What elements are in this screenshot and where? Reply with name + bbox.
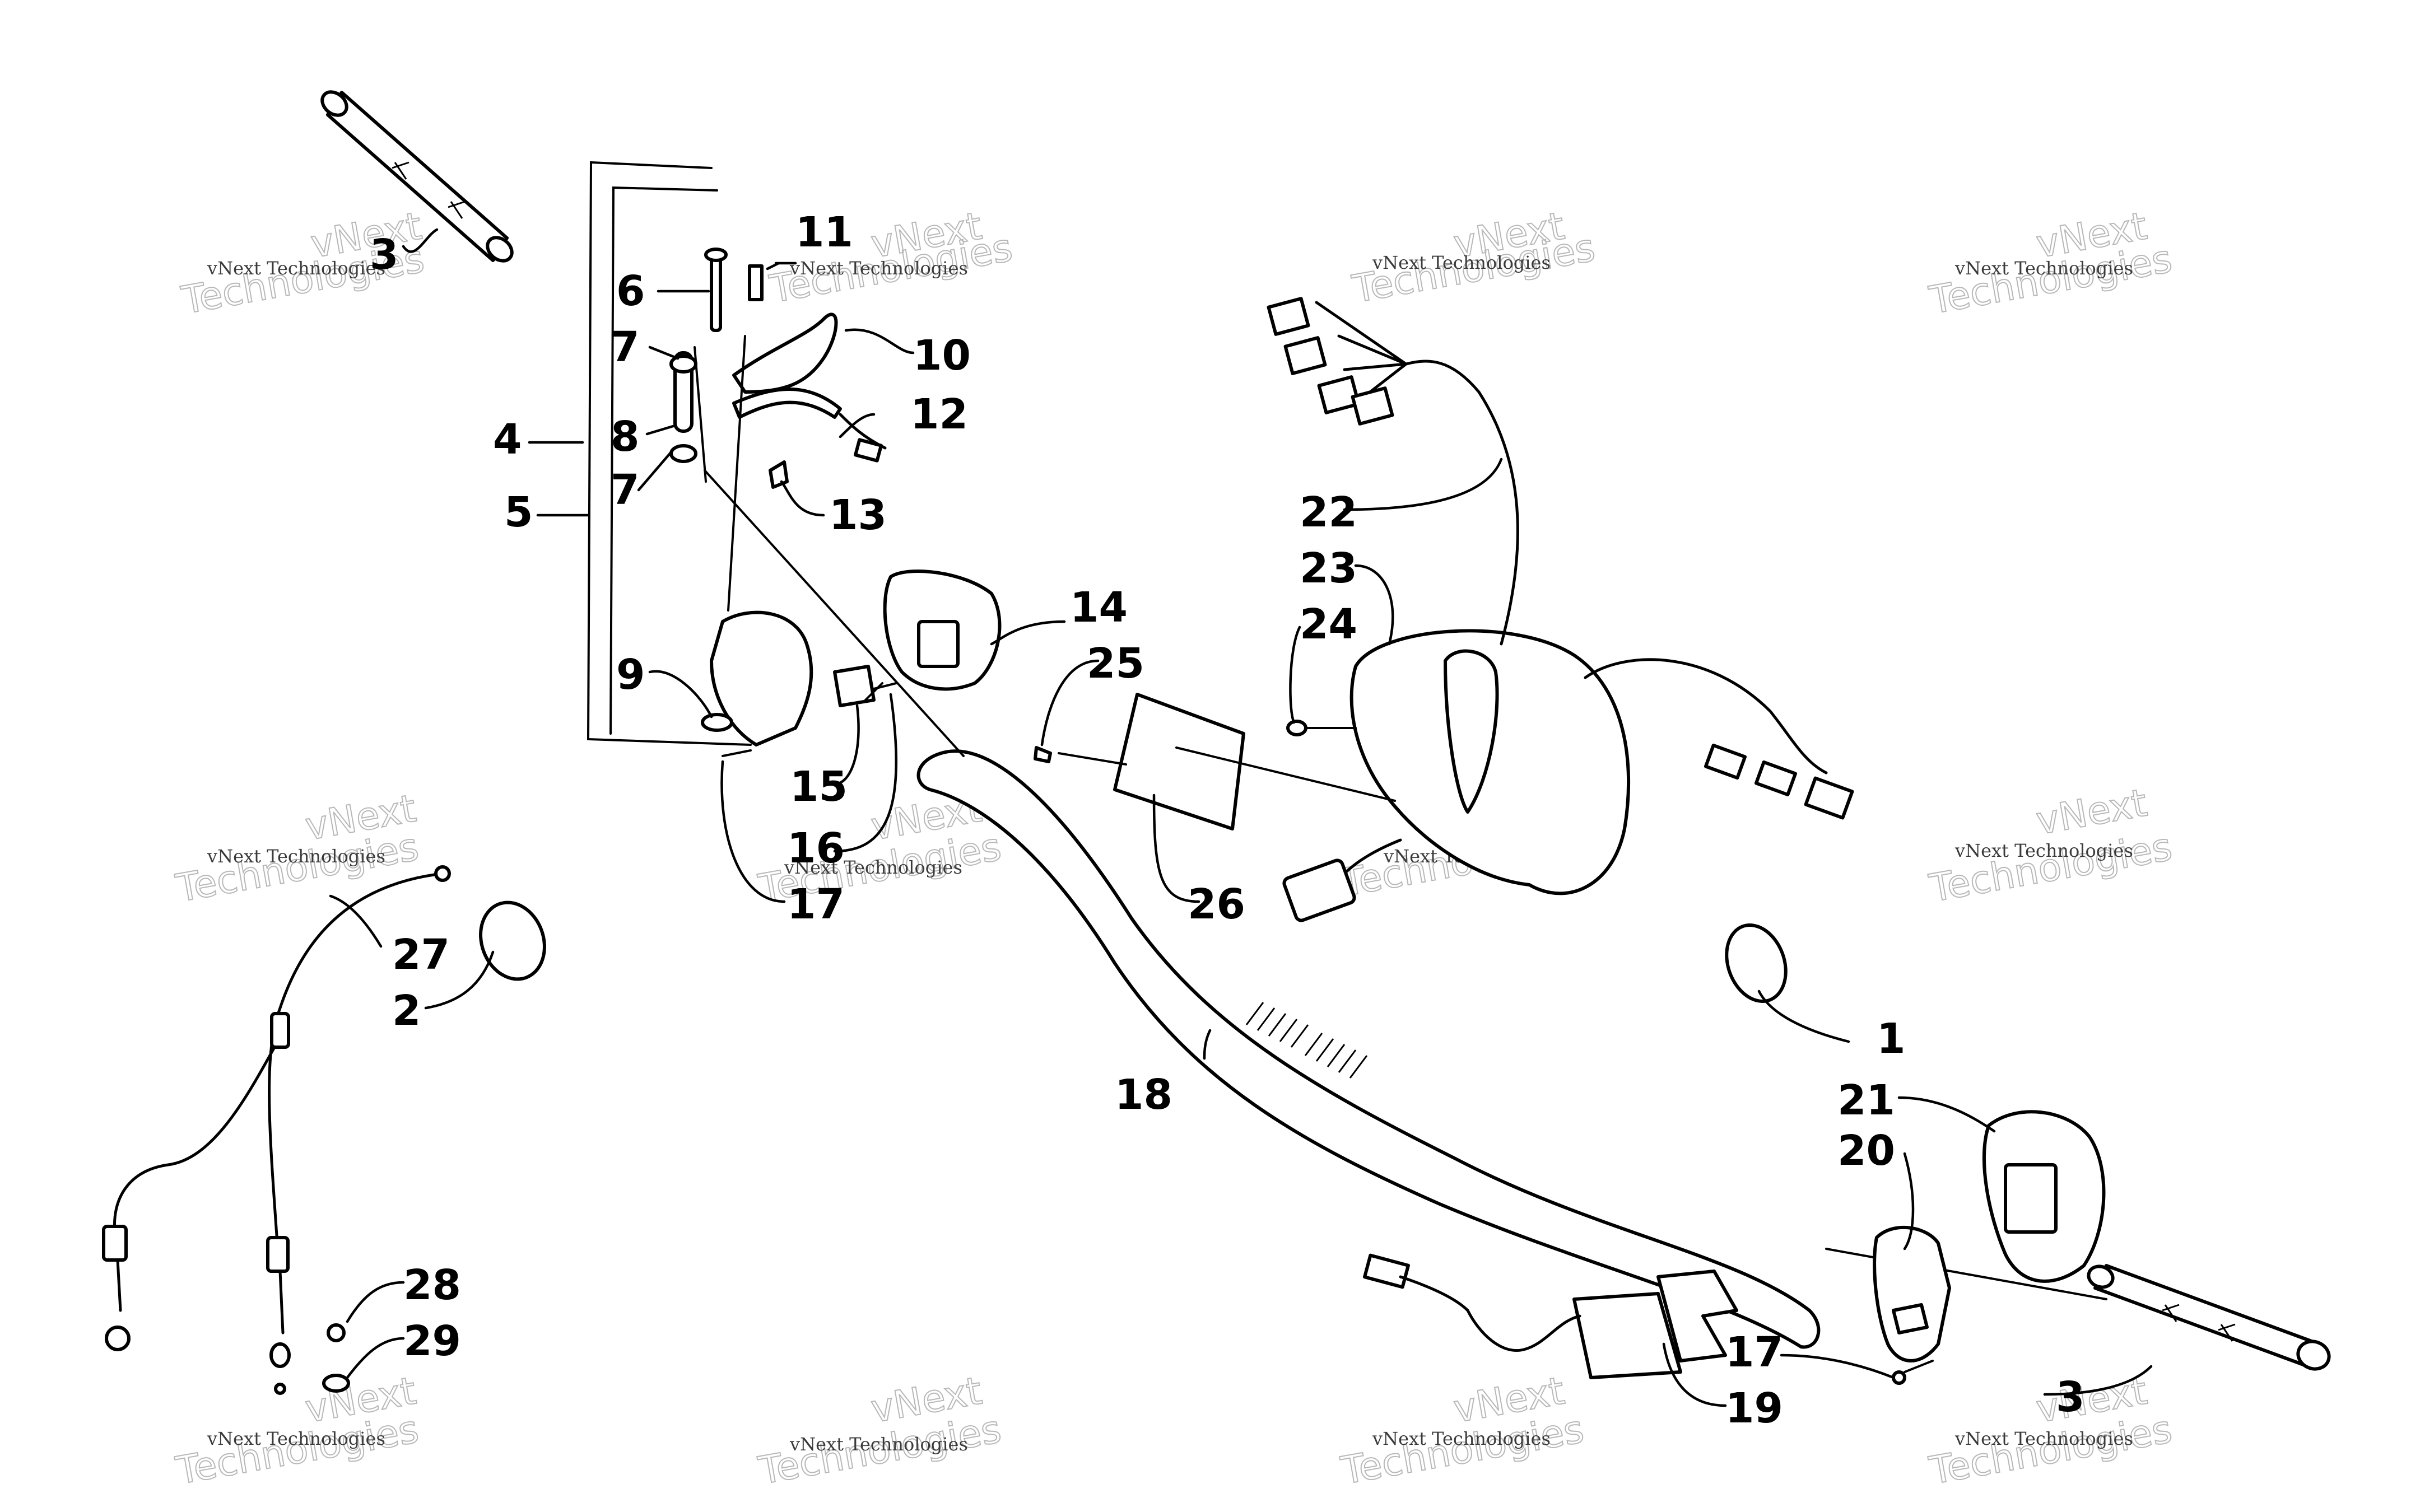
callout-22: 22 [1300, 488, 1357, 536]
svg-text:vNext Technologies: vNext Technologies [1372, 1428, 1551, 1449]
callout-12: 12 [910, 390, 968, 438]
callout-24: 24 [1300, 600, 1357, 648]
callouts: 1 2 3 3 4 5 6 7 7 8 9 10 11 12 13 14 15 … [370, 208, 2085, 1432]
watermark: vNext Technologies vNext Technologies [172, 1368, 422, 1494]
brake-lever-assembly [587, 161, 887, 746]
callout-17-right: 17 [1725, 1328, 1783, 1376]
callout-11: 11 [795, 208, 853, 256]
parts [102, 90, 2331, 1395]
callout-23: 23 [1300, 544, 1357, 592]
watermark: vNext Technologies vNext Technologies [1925, 203, 2176, 323]
callout-13: 13 [829, 491, 887, 539]
watermark: vNext Technologies vNext Technologies [1925, 1368, 2176, 1494]
callout-29: 29 [403, 1317, 461, 1365]
left-switch-housing [701, 469, 1002, 757]
svg-text:vNext Technologies: vNext Technologies [207, 846, 385, 867]
callout-10: 10 [913, 332, 971, 380]
callout-3-left: 3 [370, 231, 399, 279]
callout-15: 15 [790, 763, 848, 811]
watermark: vNext Technologies vNext Technologies [755, 1368, 1005, 1494]
watermark: vNext Technologies vNext Technologies [1925, 780, 2176, 911]
callout-7-bottom: 7 [611, 466, 640, 514]
watermark: vNext Technologies vNext Technologies [172, 786, 422, 911]
callout-25: 25 [1087, 640, 1144, 688]
watermark: vNext Technologies vNext Technologies [1348, 203, 1599, 312]
callout-14: 14 [1070, 584, 1128, 632]
watermarks: vNext Technologies vNext Technologies vN… [172, 203, 2176, 1494]
callout-27: 27 [392, 931, 450, 979]
svg-text:vNext Technologies: vNext Technologies [1954, 258, 2133, 279]
callout-19: 19 [1725, 1384, 1783, 1432]
callout-8: 8 [611, 413, 640, 461]
callout-1: 1 [1877, 1015, 1906, 1063]
left-grip [320, 90, 514, 263]
callout-26: 26 [1188, 880, 1245, 928]
right-switch-housing [1873, 1110, 2106, 1385]
callout-7-top: 7 [611, 323, 640, 371]
heater-element [1363, 1253, 1738, 1379]
callout-28: 28 [403, 1261, 461, 1309]
callout-16: 16 [787, 824, 845, 872]
svg-text:vNext Technologies: vNext Technologies [789, 1434, 968, 1455]
callout-6: 6 [616, 267, 645, 315]
svg-text:vNext Technologies: vNext Technologies [207, 258, 385, 279]
svg-text:Technologies: Technologies [173, 825, 422, 911]
svg-text:vNext Technologies: vNext Technologies [784, 857, 962, 878]
callout-17-left: 17 [787, 880, 845, 928]
callout-20: 20 [1837, 1127, 1895, 1175]
svg-text:vNext Technologies: vNext Technologies [789, 258, 968, 279]
callout-9: 9 [616, 651, 645, 699]
callout-21: 21 [1837, 1076, 1895, 1124]
retaining-clips [479, 900, 1788, 1003]
callout-5: 5 [504, 488, 533, 536]
svg-text:vNext Technologies: vNext Technologies [1372, 252, 1551, 273]
leader-lines [329, 228, 2153, 1407]
svg-text:Technologies: Technologies [173, 1407, 422, 1494]
svg-text:vNext Technologies: vNext Technologies [1954, 840, 2133, 861]
callout-3-right: 3 [2056, 1373, 2085, 1421]
right-grip [2087, 1264, 2331, 1371]
throttle-cable [102, 865, 451, 1395]
control-module [1034, 297, 1854, 922]
callout-4: 4 [493, 416, 522, 464]
watermark: vNext Technologies vNext Technologies [1337, 1368, 1588, 1494]
callout-18: 18 [1115, 1071, 1172, 1119]
svg-text:vNext Technologies: vNext Technologies [207, 1428, 385, 1449]
svg-text:vNext Technologies: vNext Technologies [1954, 1428, 2133, 1449]
callout-2: 2 [392, 987, 421, 1035]
